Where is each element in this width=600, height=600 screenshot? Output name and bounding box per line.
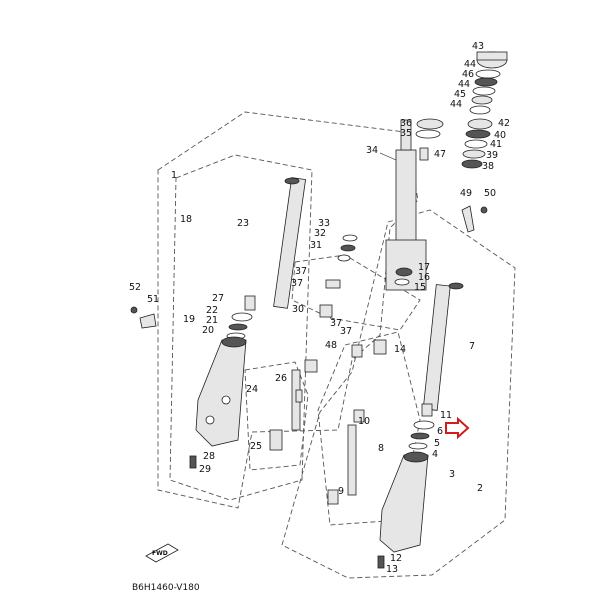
left-outer-tube	[189, 336, 247, 469]
callout-17: 17	[418, 262, 430, 273]
callout-11: 11	[440, 410, 452, 421]
callout-37: 37	[291, 278, 303, 289]
callout-30: 30	[292, 304, 304, 315]
callout-18: 18	[180, 214, 192, 225]
left-spring	[304, 304, 333, 373]
callout-34: 34	[366, 145, 378, 156]
callout-36: 36	[400, 118, 412, 129]
left-fork-parts	[226, 295, 303, 451]
clamp-parts	[325, 234, 413, 358]
steering-stem	[379, 119, 427, 291]
callout-14: 14	[394, 344, 406, 355]
callout-49: 49	[460, 188, 472, 199]
callout-16: 16	[418, 272, 430, 283]
callout-22: 22	[206, 305, 218, 316]
right-inner-tube	[422, 282, 464, 411]
left-inner-box	[244, 361, 309, 471]
bearing-stack	[415, 51, 508, 169]
callout-48: 48	[325, 340, 337, 351]
callout-19: 19	[183, 314, 195, 325]
left-bracket	[130, 306, 157, 329]
right-inner-box	[317, 331, 421, 526]
callout-15: 15	[414, 282, 426, 293]
bracket-clip	[461, 205, 488, 233]
callout-39: 39	[486, 150, 498, 161]
callout-24: 24	[246, 384, 258, 395]
callout-37: 37	[295, 266, 307, 277]
callout-35: 35	[400, 128, 412, 139]
left-fork-outline	[169, 154, 313, 501]
right-fork-outline	[281, 209, 516, 579]
callout-45: 45	[454, 89, 466, 100]
callout-1: 1	[171, 170, 177, 181]
callout-27: 27	[212, 293, 224, 304]
callout-46: 46	[462, 69, 474, 80]
callout-23: 23	[237, 218, 249, 229]
callout-3: 3	[449, 469, 455, 480]
callout-40: 40	[494, 130, 506, 141]
callout-10: 10	[358, 416, 370, 427]
callout-33: 33	[318, 218, 330, 229]
callout-50: 50	[484, 188, 496, 199]
callout-20: 20	[202, 325, 214, 336]
callout-44: 44	[464, 59, 476, 70]
callout-13: 13	[386, 564, 398, 575]
callout-41: 41	[490, 139, 502, 150]
callout-43: 43	[472, 41, 484, 52]
left-inner-tube	[273, 177, 307, 309]
callout-29: 29	[199, 464, 211, 475]
callout-7: 7	[469, 341, 475, 352]
callout-9: 9	[338, 486, 344, 497]
callout-37: 37	[330, 318, 342, 329]
callout-47: 47	[434, 149, 446, 160]
callout-4: 4	[432, 449, 438, 460]
callout-8: 8	[378, 443, 384, 454]
callout-37: 37	[340, 326, 352, 337]
callout-2: 2	[477, 483, 483, 494]
callout-51: 51	[147, 294, 159, 305]
fwd-badge: FWD	[145, 543, 179, 563]
callout-44: 44	[450, 99, 462, 110]
callout-5: 5	[434, 438, 440, 449]
callout-32: 32	[314, 228, 326, 239]
callout-21: 21	[206, 315, 218, 326]
callout-52: 52	[129, 282, 141, 293]
callout-26: 26	[275, 373, 287, 384]
right-outer-tube	[377, 451, 429, 569]
callout-28: 28	[203, 451, 215, 462]
callout-12: 12	[390, 553, 402, 564]
callout-42: 42	[498, 118, 510, 129]
callout-6: 6	[437, 426, 443, 437]
callout-44: 44	[458, 79, 470, 90]
callout-31: 31	[310, 240, 322, 251]
diagram-code: B6H1460-V180	[132, 583, 200, 593]
assembly-outline-1	[157, 111, 419, 509]
right-fork-parts	[327, 403, 435, 505]
callout-38: 38	[482, 161, 494, 172]
callout-25: 25	[250, 441, 262, 452]
svg-text:FWD: FWD	[152, 550, 168, 557]
highlight-arrow	[445, 416, 470, 440]
